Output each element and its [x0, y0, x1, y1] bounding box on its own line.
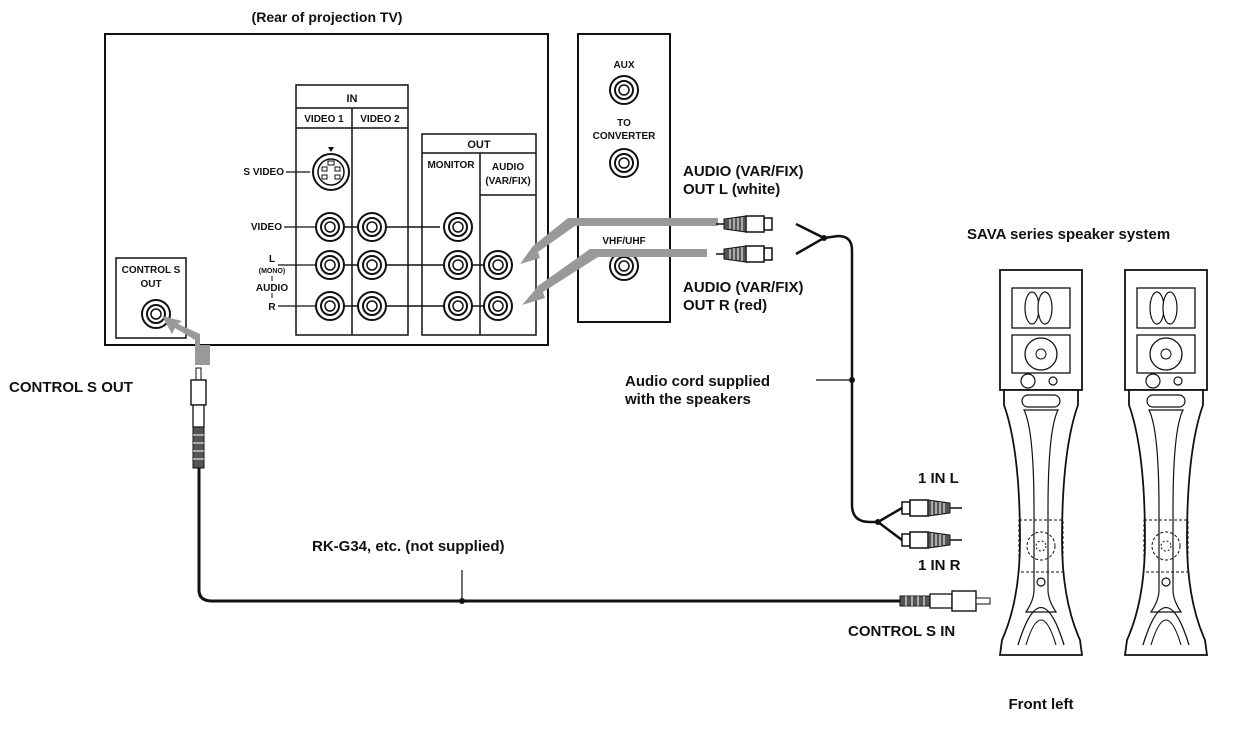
audio-out-l-jack-icon[interactable]: [483, 250, 513, 280]
audio-out-l-label-line1: AUDIO (VAR/FIX): [683, 163, 804, 180]
rk-cable-label: RK-G34, etc. (not supplied): [312, 538, 505, 555]
video1-r-jack-icon[interactable]: [315, 291, 345, 321]
to-label: TO: [617, 118, 631, 129]
video2-l-jack-icon[interactable]: [357, 250, 387, 280]
in-header: IN: [347, 93, 358, 105]
video-row-label: VIDEO: [251, 222, 282, 233]
control-s-out-caption: CONTROL S OUT: [9, 379, 133, 396]
control-s-in-label: CONTROL S IN: [848, 623, 955, 640]
audio-cord: [795, 222, 903, 541]
to-converter-jack-icon[interactable]: [609, 148, 639, 178]
r-label: R: [268, 302, 276, 313]
audio-cord-label-line1: Audio cord supplied: [625, 373, 770, 390]
audio-out-r-jack-icon[interactable]: [483, 291, 513, 321]
audio-out-l-label-line2: OUT L (white): [683, 181, 780, 198]
tv-title: (Rear of projection TV): [252, 9, 403, 25]
out-header: OUT: [467, 139, 491, 151]
control-s-out-label-line2: OUT: [140, 279, 161, 290]
rca-plug-icon: [901, 499, 962, 549]
control-s-out-jack-icon[interactable]: [141, 299, 171, 329]
in-block: [295, 84, 409, 336]
video2-video-jack-icon[interactable]: [357, 212, 387, 242]
video1-label: VIDEO 1: [304, 114, 344, 125]
monitor-l-jack-icon[interactable]: [443, 250, 473, 280]
in-r-label: 1 IN R: [918, 557, 961, 574]
s-video-jack-icon[interactable]: [312, 147, 350, 191]
audio-side-label: AUDIO: [256, 283, 288, 294]
monitor-r-jack-icon[interactable]: [443, 291, 473, 321]
l-label: L: [269, 254, 275, 265]
converter-label: CONVERTER: [593, 131, 657, 142]
video2-label: VIDEO 2: [360, 114, 400, 125]
rk-g34-cable: [197, 468, 900, 603]
control-s-out-label-line1: CONTROL S: [122, 265, 181, 276]
out-block: [421, 133, 537, 336]
video1-video-jack-icon[interactable]: [315, 212, 345, 242]
mono-label: (MONO): [259, 268, 285, 275]
audio-out-label-line2: (VAR/FIX): [485, 176, 530, 187]
mini-plug-icon: [899, 590, 991, 612]
s-video-label: S VIDEO: [243, 167, 284, 178]
arrow-icon: [162, 218, 718, 365]
vhf-uhf-label: VHF/UHF: [602, 236, 645, 247]
monitor-label: MONITOR: [427, 160, 475, 171]
front-left-label: Front left: [1009, 696, 1074, 713]
video1-l-jack-icon[interactable]: [315, 250, 345, 280]
in-l-label: 1 IN L: [918, 470, 959, 487]
aux-jack-icon[interactable]: [609, 75, 639, 105]
audio-cord-label-line2: with the speakers: [624, 391, 751, 408]
aux-label: AUX: [613, 60, 634, 71]
rca-plug-icon: [716, 215, 773, 263]
speaker-system-label: SAVA series speaker system: [967, 226, 1170, 243]
video2-r-jack-icon[interactable]: [357, 291, 387, 321]
front-left-speaker-icon: [999, 269, 1083, 656]
monitor-video-jack-icon[interactable]: [443, 212, 473, 242]
audio-out-r-label-line2: OUT R (red): [683, 297, 767, 314]
audio-out-r-label-line1: AUDIO (VAR/FIX): [683, 279, 804, 296]
mini-plug-icon: [190, 367, 207, 469]
audio-out-label-line1: AUDIO: [492, 162, 524, 173]
front-right-speaker-icon: [1124, 269, 1208, 656]
